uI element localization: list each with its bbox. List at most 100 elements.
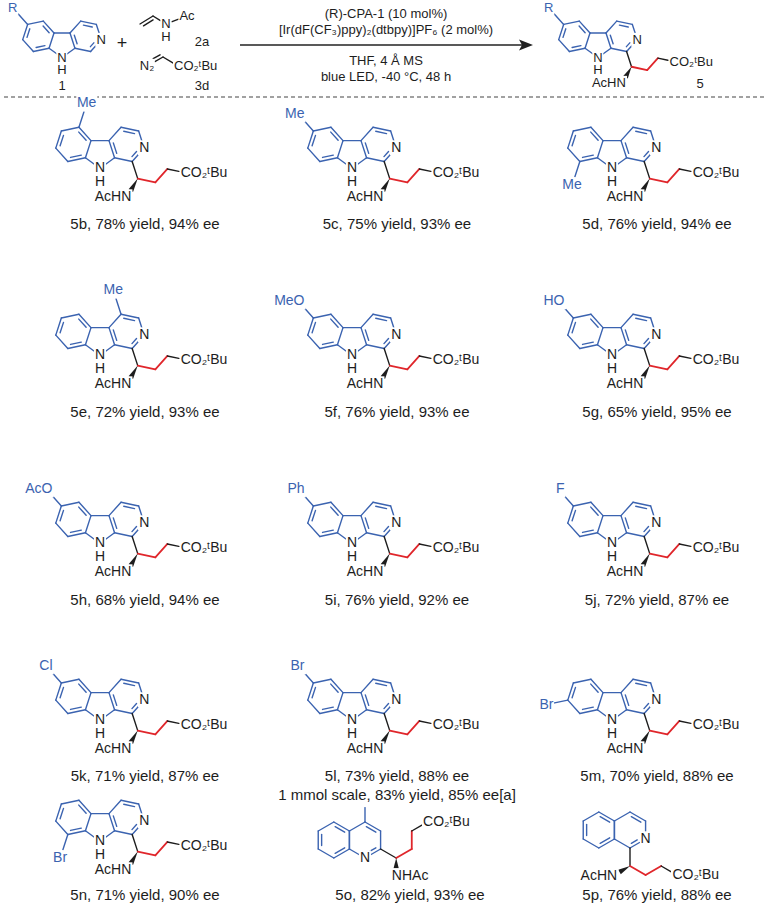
- bond-line: [308, 700, 320, 713]
- bond-line: [384, 339, 389, 344]
- bond-line: [331, 319, 338, 327]
- bond-line: [167, 544, 178, 546]
- bond-line: [155, 356, 167, 369]
- bond-line: [650, 179, 668, 183]
- bond-line: [155, 544, 167, 557]
- atom-label: N: [390, 140, 402, 155]
- bond-line: [597, 328, 603, 345]
- amide-label: AcHN: [346, 377, 385, 392]
- yield-caption: 5e, 72% yield, 93% ee: [69, 404, 220, 421]
- ester-label: CO₂ᵗBu: [173, 59, 218, 73]
- yield-caption: 5f, 76% yield, 93% ee: [323, 404, 470, 421]
- ester-label: CO₂ᵗBu: [669, 54, 714, 68]
- bond-line: [343, 515, 361, 516]
- bond-line: [313, 314, 331, 318]
- ester-label: CO₂ᵗBu: [432, 540, 481, 555]
- bond-line: [143, 20, 153, 26]
- bond-line: [337, 328, 343, 345]
- bond-line: [155, 169, 167, 182]
- amide-label: AcHN: [606, 190, 645, 205]
- atom-label: N: [632, 32, 643, 46]
- amide-label: AcHN: [94, 190, 133, 205]
- bond-line: [632, 67, 648, 70]
- bond-line: [658, 58, 668, 60]
- bond-line: [621, 314, 633, 327]
- bond-line: [312, 135, 315, 145]
- bond-line: [313, 679, 331, 683]
- yield-caption: 1 mmol scale, 83% yield, 85% ee[a]: [277, 787, 517, 804]
- bond-line: [56, 148, 68, 161]
- substituent-label: HO: [543, 294, 566, 309]
- bond-line: [79, 805, 86, 813]
- bond-line: [83, 25, 92, 27]
- bond-line: [633, 314, 651, 318]
- bond-line: [583, 821, 584, 839]
- bond-line: [85, 693, 91, 710]
- bond-line: [636, 318, 647, 320]
- yield-caption: 5c, 75% yield, 93% ee: [322, 216, 472, 233]
- ester-label: CO₂ᵗBu: [432, 352, 481, 367]
- bond-line: [384, 348, 390, 365]
- bond-line: [358, 345, 367, 351]
- yield-caption: 5j, 72% yield, 87% ee: [584, 592, 730, 609]
- bond-line: [376, 683, 387, 685]
- bond-line: [384, 152, 389, 157]
- atom-label: H: [592, 63, 603, 77]
- bond-line: [644, 527, 649, 532]
- bond-line: [583, 707, 594, 709]
- bond-line: [591, 319, 598, 327]
- bond-line: [390, 731, 408, 735]
- bond-line: [132, 713, 138, 730]
- amide-label: AcHN: [606, 565, 645, 580]
- bond-line: [568, 335, 580, 348]
- bond-line: [18, 14, 27, 24]
- bond-line: [644, 536, 650, 553]
- yield-caption: 5g, 65% yield, 95% ee: [581, 404, 732, 421]
- bond-line: [74, 35, 77, 44]
- bond-line: [60, 510, 63, 520]
- bond-line: [68, 158, 86, 162]
- bond-line: [580, 345, 598, 349]
- bond-line: [106, 345, 115, 351]
- bond-line: [68, 710, 86, 714]
- bond-line: [583, 839, 599, 848]
- bond-line: [320, 533, 338, 537]
- atom-label: N: [96, 32, 107, 46]
- bond-line: [320, 158, 338, 162]
- bond-line: [554, 14, 563, 24]
- bond-line: [568, 700, 580, 713]
- bond-line: [331, 679, 343, 692]
- bond-line: [575, 161, 580, 176]
- amide-label: NHAc: [391, 868, 430, 883]
- bond-line: [79, 507, 86, 515]
- bond-line: [679, 356, 690, 358]
- bond-line: [79, 112, 84, 127]
- bond-line: [390, 554, 408, 558]
- bond-line: [121, 502, 139, 506]
- bond-line: [71, 342, 82, 344]
- bond-line: [591, 132, 598, 140]
- atom-label: H: [94, 549, 106, 564]
- bond-line: [308, 148, 320, 161]
- bond-line: [568, 523, 580, 536]
- amide-label: AcHN: [346, 190, 385, 205]
- bond-line: [419, 169, 430, 171]
- bond-line: [390, 179, 408, 183]
- bond-line: [367, 710, 385, 714]
- bond-line: [580, 710, 598, 714]
- bond-line: [644, 161, 650, 178]
- bond-line: [60, 135, 63, 145]
- yield-caption: 5o, 82% yield, 93% ee: [334, 887, 485, 904]
- bond-line: [361, 679, 373, 692]
- substituent-label: MeO: [273, 294, 305, 309]
- bond-line: [115, 158, 133, 162]
- bond-line: [313, 127, 331, 131]
- bond-line: [121, 127, 139, 131]
- bond-line: [636, 506, 647, 508]
- bond-line: [650, 366, 668, 370]
- atom-label: N: [138, 140, 150, 155]
- bond-line: [335, 848, 345, 854]
- bond-line: [138, 731, 156, 735]
- yield-caption: 5b, 78% yield, 94% ee: [69, 216, 220, 233]
- bond-line: [583, 530, 594, 532]
